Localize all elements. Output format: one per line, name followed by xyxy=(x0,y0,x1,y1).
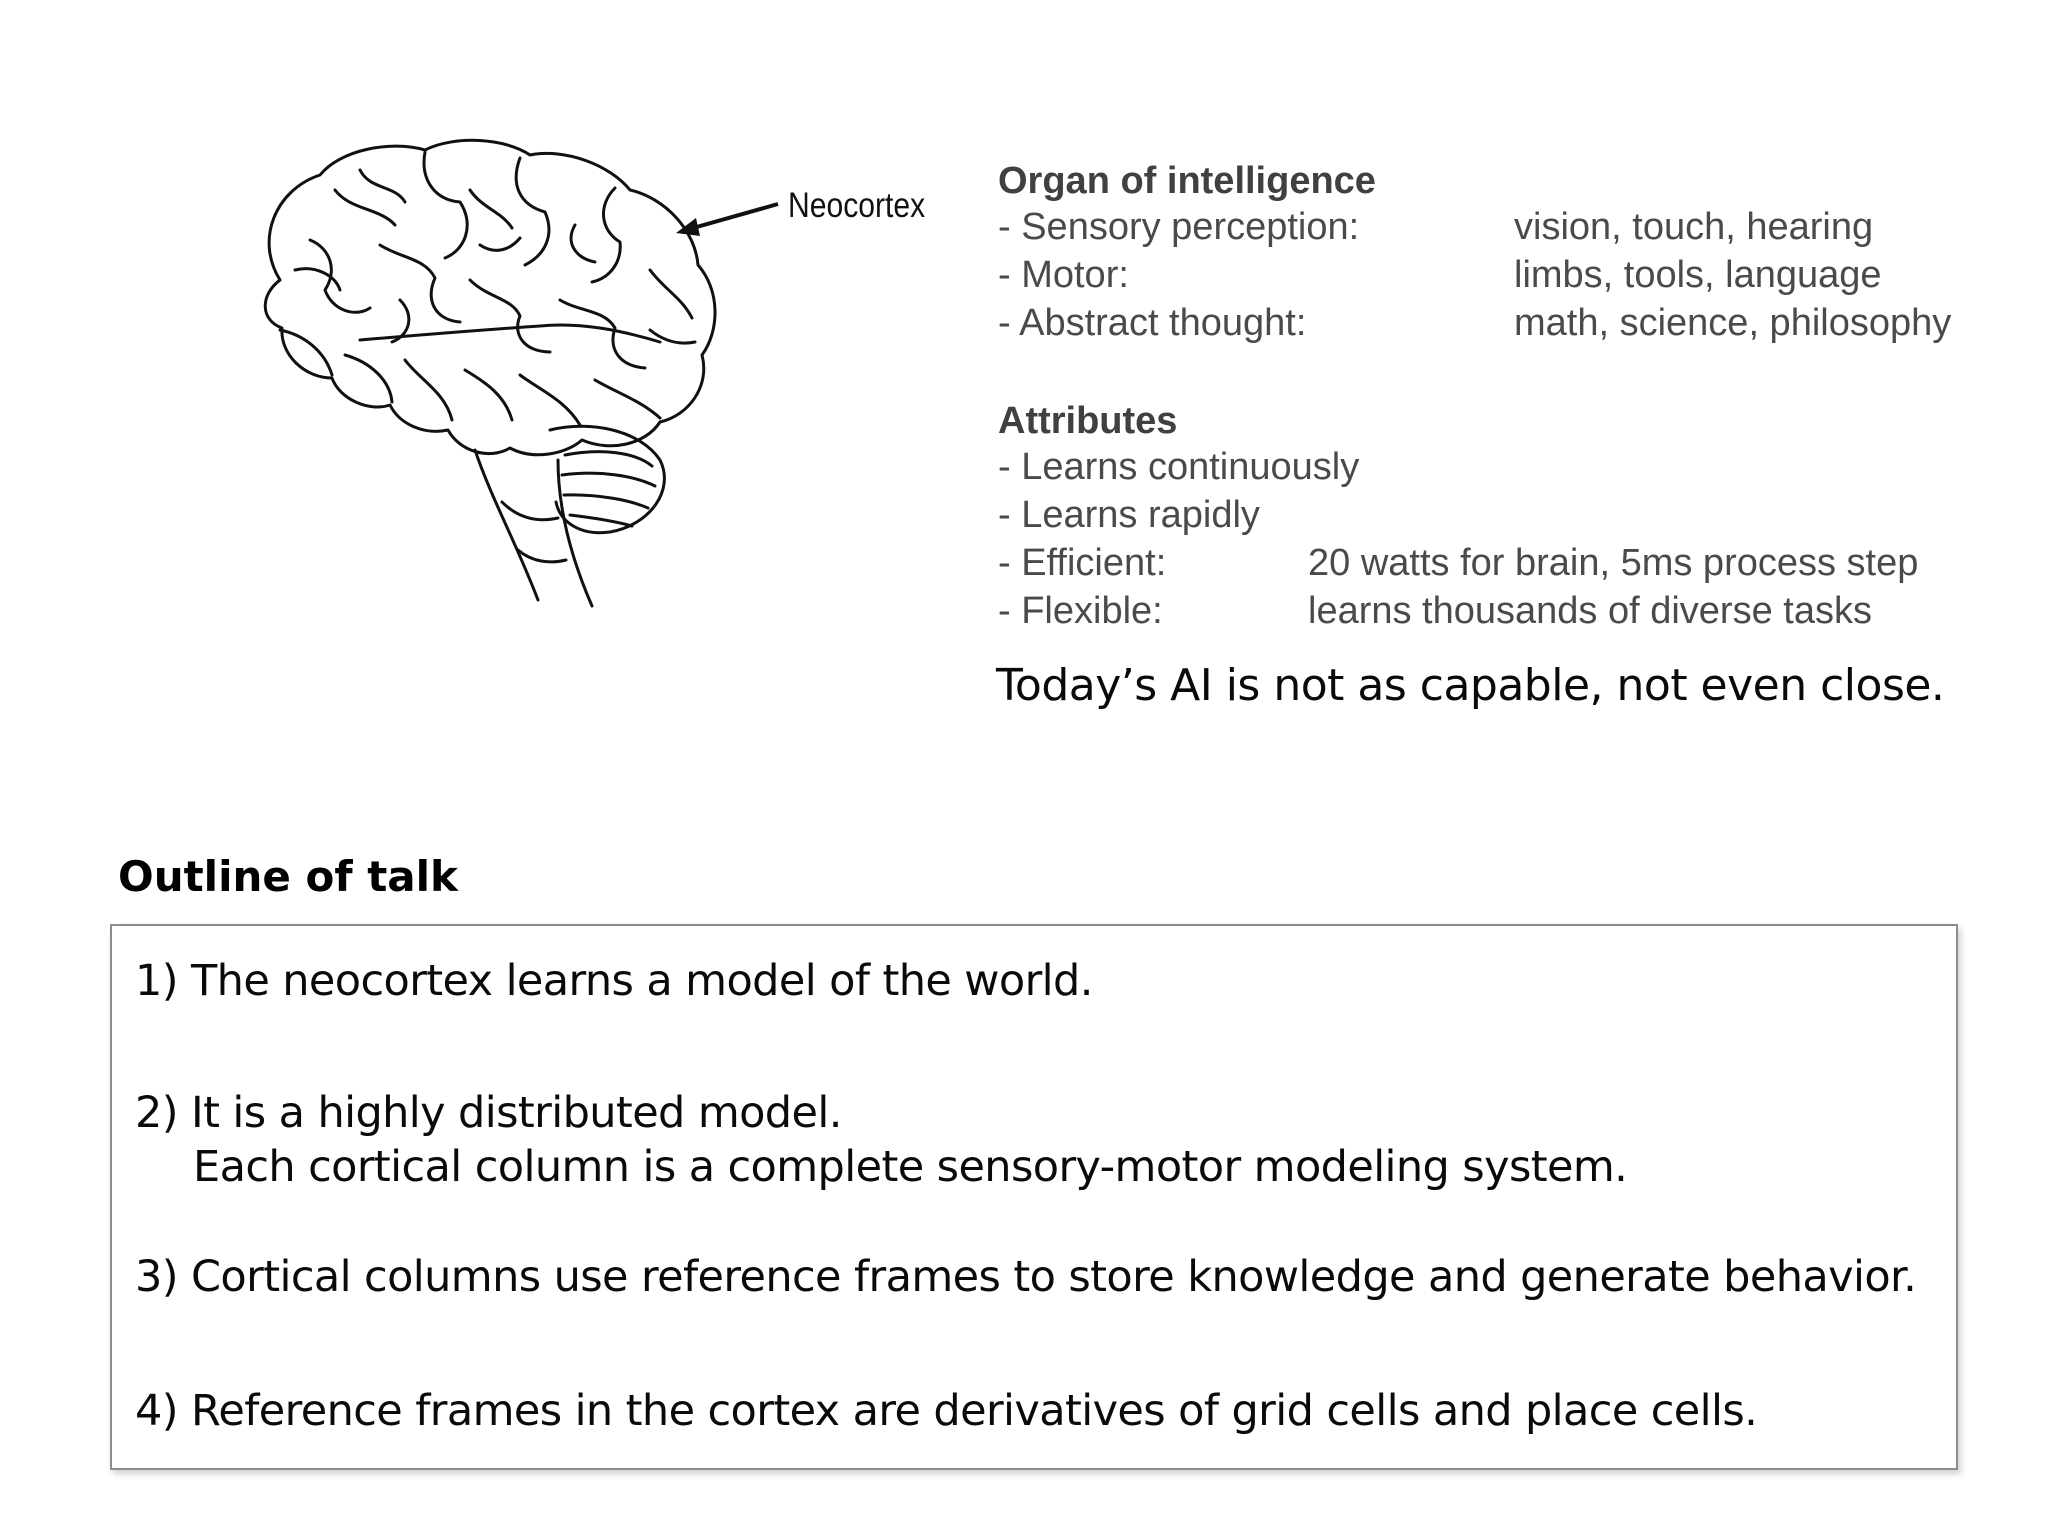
attributes-heading: Attributes xyxy=(998,400,1178,442)
organ-row-value: math, science, philosophy xyxy=(1514,302,1952,344)
outline-item: 2) It is a highly distributed model. xyxy=(135,1088,842,1138)
outline-item: 1) The neocortex learns a model of the w… xyxy=(135,956,1093,1006)
attribute-row-value: 20 watts for brain, 5ms process step xyxy=(1308,542,1919,584)
outline-item: 4) Reference frames in the cortex are de… xyxy=(135,1386,1758,1436)
outline-item: 3) Cortical columns use reference frames… xyxy=(135,1252,1917,1302)
attribute-row-label: - Learns rapidly xyxy=(998,494,1260,536)
organ-row-label: - Abstract thought: xyxy=(998,302,1307,344)
outline-box xyxy=(110,924,1958,1470)
brain-illustration xyxy=(263,138,717,608)
attribute-row-label: - Efficient: xyxy=(998,542,1167,584)
pointer-arrow-icon xyxy=(676,202,779,236)
attribute-row-label: - Learns continuously xyxy=(998,446,1360,488)
attribute-row-value: learns thousands of diverse tasks xyxy=(1308,590,1872,632)
organ-heading: Organ of intelligence xyxy=(998,160,1376,202)
attribute-row-label: - Flexible: xyxy=(998,590,1163,632)
neocortex-label: Neocortex xyxy=(788,186,926,225)
outline-item-continuation: Each cortical column is a complete senso… xyxy=(193,1142,1628,1192)
organ-row-value: vision, touch, hearing xyxy=(1514,206,1874,248)
outline-heading: Outline of talk xyxy=(118,852,458,901)
closing-statement: Today’s AI is not as capable, not even c… xyxy=(996,660,1945,711)
organ-row-value: limbs, tools, language xyxy=(1514,254,1882,296)
organ-row-label: - Sensory perception: xyxy=(998,206,1360,248)
organ-row-label: - Motor: xyxy=(998,254,1129,296)
